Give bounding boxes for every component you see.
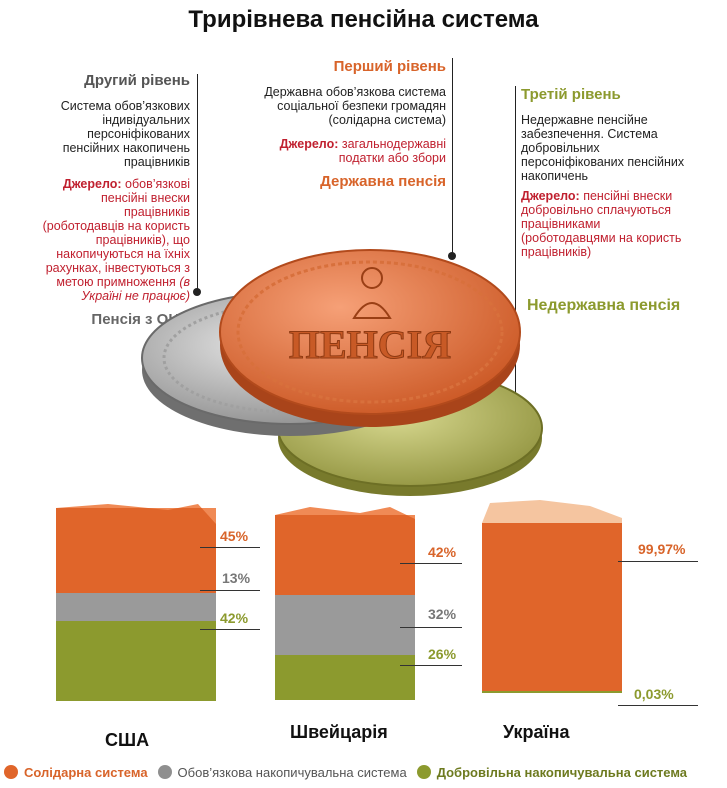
level2-source-text: обов’язкові пенсійні внески працівників … (42, 177, 190, 289)
level1-source-text: загальнодержавні податки або збори (338, 137, 446, 165)
switzerland-voluntary-pct: 26% (428, 646, 457, 662)
level1-heading: Перший рівень (333, 58, 446, 75)
switzerland-solidarity-bar (275, 515, 415, 595)
level3-source: Джерело: пенсійні внески добровільно спл… (521, 189, 691, 259)
ukraine-solidarity-pct: 99,97% (638, 541, 686, 557)
coin-figure-icon (352, 267, 392, 319)
legend-label-mandatory: Обов’язкова накопичувальна система (177, 764, 407, 780)
switzerland-voluntary-line (400, 665, 462, 666)
usa-mandatory-line (200, 590, 260, 591)
coin-copper-rim (236, 260, 504, 404)
level2-heading: Другий рівень (84, 72, 190, 89)
page-title: Трирівнева пенсійна система (188, 6, 539, 33)
switzerland-solidarity-pct: 42% (428, 544, 457, 560)
country-switzerland: Швейцарія (290, 722, 388, 742)
level1-leader-line (452, 58, 453, 254)
legend-item-solidarity: Солідарна система (4, 765, 148, 780)
level3-source-text: пенсійні внески добровільно сплачуються … (521, 189, 682, 259)
legend-item-mandatory: Обов’язкова накопичувальна система (157, 764, 407, 780)
usa-mandatory-pct: 13% (222, 570, 251, 586)
country-usa: США (105, 730, 150, 750)
level1-source-label: Джерело: (279, 137, 339, 151)
level3-pension: Недержавна пенсія (527, 297, 681, 314)
level1-block: Перший рівень Державна обов’язкова систе… (236, 58, 446, 190)
usa-voluntary-bar (56, 621, 216, 701)
ukraine-top-shape (482, 500, 622, 523)
level2-description: Система обов’язкових індивідуальних перс… (60, 99, 190, 169)
level2-note: (в Україні не працює) (81, 275, 190, 303)
ukraine-voluntary-pct: 0,03% (634, 686, 674, 702)
level2-block: Другий рівень Система обов’язкових індив… (40, 72, 190, 328)
level1-source: Джерело: загальнодержавні податки або зб… (236, 137, 446, 165)
usa-voluntary-line (200, 629, 260, 630)
level1-leader-dot (448, 252, 456, 260)
level2-leader-line (197, 74, 198, 290)
usa-solidarity-pct: 45% (220, 528, 249, 544)
level3-leader-line (515, 86, 516, 404)
ukraine-voluntary-bar (482, 691, 622, 693)
switzerland-solidarity-line (400, 563, 462, 564)
usa-solidarity-line (200, 547, 260, 548)
coins-illustration: ПЕНСІЯ (141, 249, 543, 496)
level2-source-label: Джерело: (62, 177, 122, 191)
ukraine-solidarity-bar (482, 523, 622, 691)
usa-mandatory-bar (56, 593, 216, 621)
switzerland-top-shape (275, 507, 415, 519)
coin-copper (219, 249, 521, 415)
map-usa (56, 504, 216, 701)
level3-source-label: Джерело: (521, 189, 580, 203)
level3-block: Третій рівень Недержавне пенсійне забезп… (521, 86, 691, 259)
switzerland-mandatory-pct: 32% (428, 606, 457, 622)
legend-label-voluntary: Добровільна накопичувальна система (436, 764, 688, 780)
level3-heading: Третій рівень (521, 86, 621, 103)
country-ukraine: Україна (503, 722, 570, 742)
usa-top-shape (56, 504, 216, 524)
switzerland-voluntary-bar (275, 655, 415, 700)
usa-voluntary-pct: 42% (220, 610, 249, 626)
coin-text: ПЕНСІЯ (289, 322, 451, 367)
level3-description: Недержавне пенсійне забезпечення. Систем… (521, 113, 685, 183)
legend-label-solidarity: Солідарна система (24, 764, 148, 780)
legend-dot-solidarity (4, 765, 18, 779)
legend-dot-voluntary (416, 765, 431, 779)
legend: Солідарна система Обов’язкова накопичува… (4, 762, 727, 782)
level1-pension: Державна пенсія (320, 173, 446, 190)
switzerland-mandatory-bar (275, 595, 415, 655)
switzerland-mandatory-line (400, 627, 462, 628)
level2-source: Джерело: обов’язкові пенсійні внески пра… (40, 177, 190, 303)
ukraine-voluntary-line (618, 705, 698, 706)
usa-solidarity-bar (56, 508, 216, 593)
legend-item-voluntary: Добровільна накопичувальна система (416, 764, 688, 780)
level2-leader-dot (193, 288, 201, 296)
legend-dot-mandatory (157, 765, 172, 779)
map-switzerland (275, 507, 415, 700)
level1-description: Державна обов’язкова система соціальної … (264, 85, 446, 127)
ukraine-solidarity-line (618, 561, 698, 562)
map-ukraine (482, 500, 622, 693)
